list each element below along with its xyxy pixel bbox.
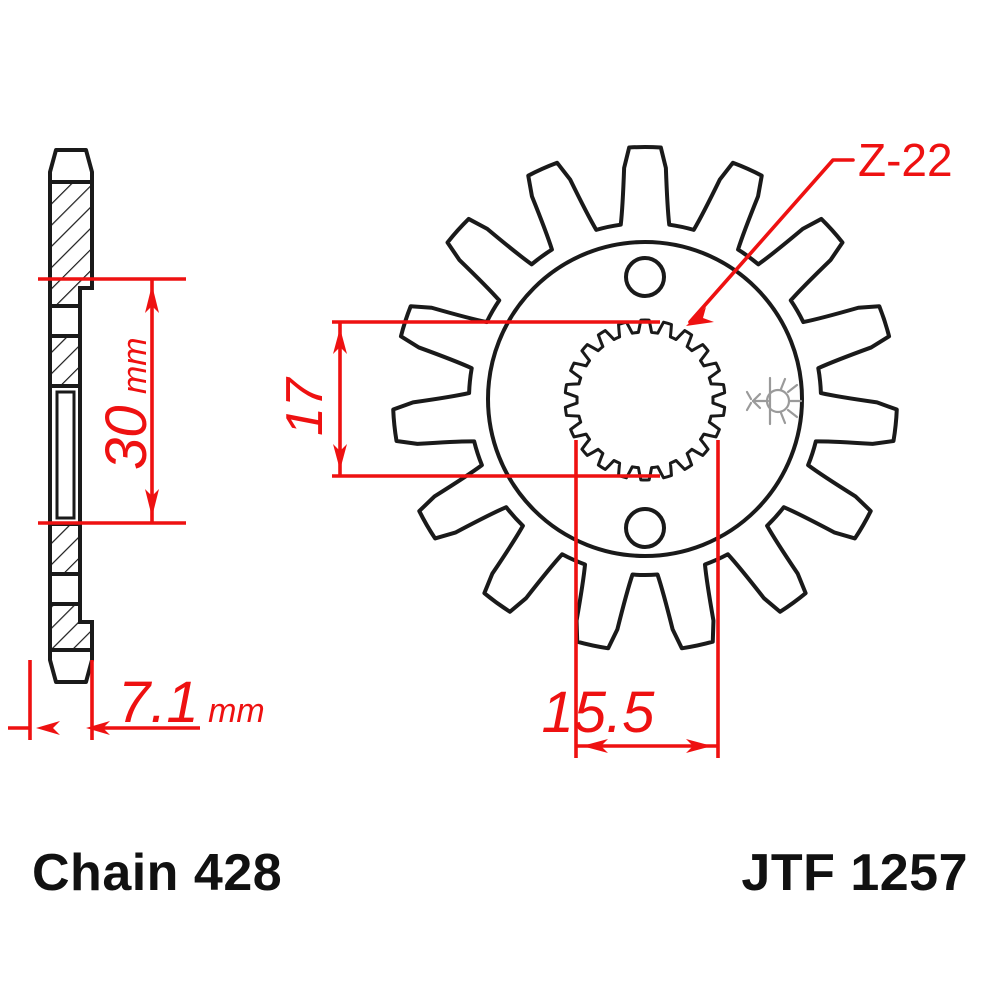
- section-bottom-hatched-body: [48, 602, 94, 652]
- bolt-hole-bottom: [624, 507, 666, 549]
- hub-boss-circle: [486, 240, 804, 558]
- dim17-arrow-top: [333, 328, 347, 354]
- dimension-30mm: [38, 277, 186, 525]
- section-top-tooth-tip: [48, 148, 94, 184]
- section-lower-web: [48, 522, 82, 576]
- cross-section-view: [48, 148, 94, 684]
- dimension-15-5: 15.5: [542, 440, 720, 758]
- dim30-arrow-bottom: [145, 489, 159, 517]
- spline-bore-outline: [563, 318, 727, 482]
- dim17-label-group: 17: [276, 376, 334, 436]
- section-bottom-tooth-tip: [48, 648, 94, 684]
- z22-leader-line: [688, 158, 855, 324]
- dimension-17: [332, 320, 660, 478]
- dim71-label: 7.1 mm: [118, 670, 265, 735]
- dim17-label: 17: [276, 376, 334, 436]
- callout-z22: Z-22: [686, 134, 953, 326]
- chain-label: Chain 428: [32, 844, 282, 902]
- bolt-hole-top: [624, 256, 666, 298]
- dim30-arrow-top: [145, 285, 159, 313]
- sprocket-tooth-outline: [391, 145, 899, 651]
- sprocket-face-view: [391, 145, 899, 651]
- dim71-arrow-right: [86, 721, 110, 735]
- section-upper-web: [48, 334, 82, 388]
- part-number-label: JTF 1257: [741, 844, 968, 902]
- stamping-mark-icon: [745, 376, 803, 426]
- dim155-arrow-left: [582, 739, 608, 753]
- z22-arrowhead: [686, 307, 714, 326]
- section-top-hatched-body: [48, 180, 94, 308]
- dim30-label: 30 mm: [94, 337, 159, 470]
- z22-label: Z-22: [858, 134, 953, 186]
- section-top-gap: [48, 304, 82, 338]
- dimension-7-1mm: 7.1 mm: [8, 660, 265, 740]
- section-bottom-gap: [48, 572, 82, 606]
- dim155-arrow-right: [686, 739, 712, 753]
- section-bore-inner: [55, 390, 76, 520]
- dim17-arrow-bottom: [333, 444, 347, 470]
- dim30-label-group: 30 mm: [94, 337, 159, 470]
- dim155-label: 15.5: [542, 680, 656, 745]
- dim71-arrow-left: [36, 721, 60, 735]
